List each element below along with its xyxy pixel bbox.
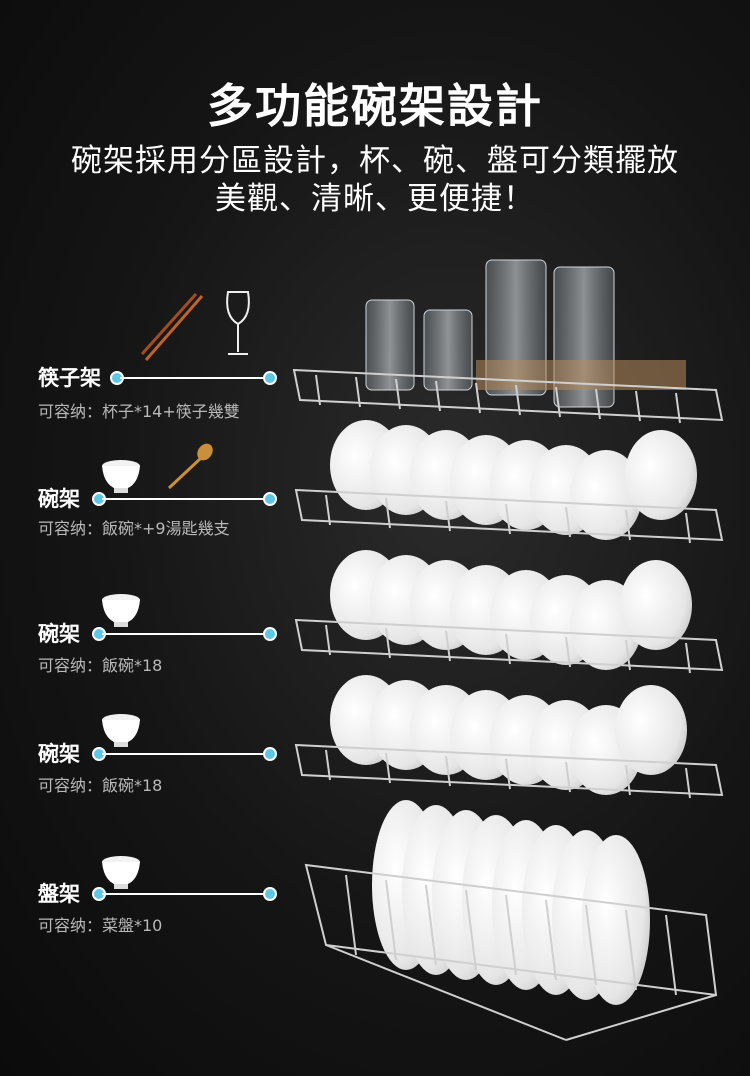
tier-2-name: 碗架	[38, 487, 80, 511]
page-subtitle: 碗架採用分區設計，杯、碗、盤可分類擺放 美觀、清晰、更便捷！	[0, 142, 750, 218]
glasses-group	[365, 259, 686, 408]
tier-1-capacity: 可容纳：杯子*14+筷子幾雙	[38, 402, 240, 421]
bowls-tier-2	[330, 420, 697, 540]
tier-3-name: 碗架	[38, 622, 80, 646]
bowl-icon	[100, 852, 142, 892]
tier-4-capacity: 可容纳：飯碗*18	[38, 776, 163, 795]
spoon-icon	[165, 442, 215, 492]
tier-4-line	[102, 753, 268, 755]
page-title: 多功能碗架設計	[207, 79, 543, 133]
subtitle-line-1: 碗架採用分區設計，杯、碗、盤可分類擺放	[71, 143, 679, 179]
tier-2-capacity: 可容纳：飯碗*+9湯匙幾支	[38, 519, 230, 538]
tier-4-end-dot	[263, 747, 277, 761]
tier-5-name: 盤架	[38, 882, 80, 906]
bowls-tier-3	[330, 550, 692, 670]
subtitle-line-2: 美觀、清晰、更便捷！	[215, 181, 535, 217]
bowl-icon	[100, 590, 142, 630]
tier-1-name: 筷子架	[38, 366, 101, 390]
tier-5-capacity: 可容纳：菜盤*10	[38, 916, 163, 935]
tier-3-capacity: 可容纳：飯碗*18	[38, 656, 163, 675]
tier-3-end-dot	[263, 627, 277, 641]
dish-rack-illustration	[286, 255, 736, 1045]
wine-glass-icon	[220, 288, 256, 360]
tier-2-line	[102, 498, 268, 500]
tier-5-end-dot	[263, 887, 277, 901]
chopsticks-icon	[140, 292, 210, 364]
bowl-icon	[100, 456, 142, 496]
tier-5-line	[102, 893, 268, 895]
tier-3-line	[102, 633, 268, 635]
bowl-icon	[100, 710, 142, 750]
tier-4-name: 碗架	[38, 742, 80, 766]
tier-2-end-dot	[263, 492, 277, 506]
tier-1-line	[120, 377, 268, 379]
plates-tier-5	[372, 800, 650, 1005]
tier-1-end-dot	[263, 371, 277, 385]
